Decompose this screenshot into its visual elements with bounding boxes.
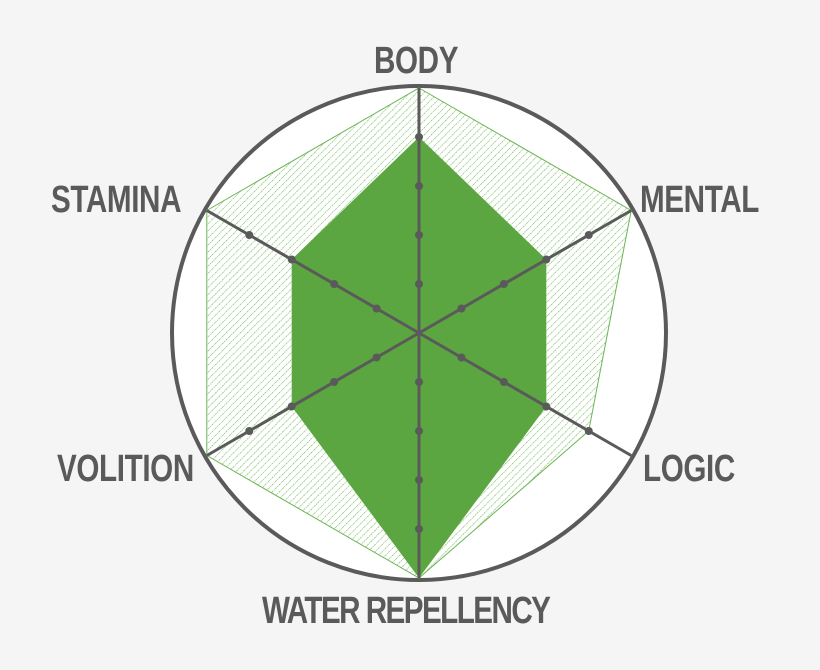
tick-dot xyxy=(287,402,296,411)
axis-label-mental: MENTAL xyxy=(640,179,759,221)
axis-line xyxy=(206,331,420,457)
tick-dot xyxy=(415,476,423,484)
tick-dot xyxy=(415,427,423,435)
tick-dot xyxy=(415,280,423,288)
tick-dot xyxy=(372,304,381,313)
axis-lines xyxy=(206,88,632,578)
axis-line xyxy=(418,209,632,335)
tick-dot xyxy=(415,133,423,141)
axis-line xyxy=(418,331,632,457)
axis-line xyxy=(206,209,420,335)
tick-dot xyxy=(245,427,254,435)
axis-label-stamina: STAMINA xyxy=(51,179,182,221)
tick-dot xyxy=(415,378,423,386)
tick-dots xyxy=(245,133,593,533)
tick-dot xyxy=(415,182,423,190)
tick-dot xyxy=(584,427,593,435)
axis-label-logic: LOGIC xyxy=(643,448,735,490)
axis-label-water-repellency: WATER REPELLENCY xyxy=(262,590,551,632)
tick-dot xyxy=(499,280,508,288)
tick-dot xyxy=(457,353,466,362)
tick-dot xyxy=(330,280,339,288)
tick-dot xyxy=(287,255,296,264)
tick-dot xyxy=(415,525,423,533)
tick-dot xyxy=(499,378,508,386)
tick-dot xyxy=(542,255,551,264)
tick-dot xyxy=(245,231,254,239)
tick-dot xyxy=(372,353,381,362)
axis-label-body: BODY xyxy=(374,40,459,82)
tick-dot xyxy=(415,231,423,239)
tick-dot xyxy=(330,378,339,386)
axis-label-volition: VOLITION xyxy=(57,448,194,490)
tick-dot xyxy=(457,304,466,313)
tick-dot xyxy=(584,231,593,239)
tick-dot xyxy=(542,402,551,411)
